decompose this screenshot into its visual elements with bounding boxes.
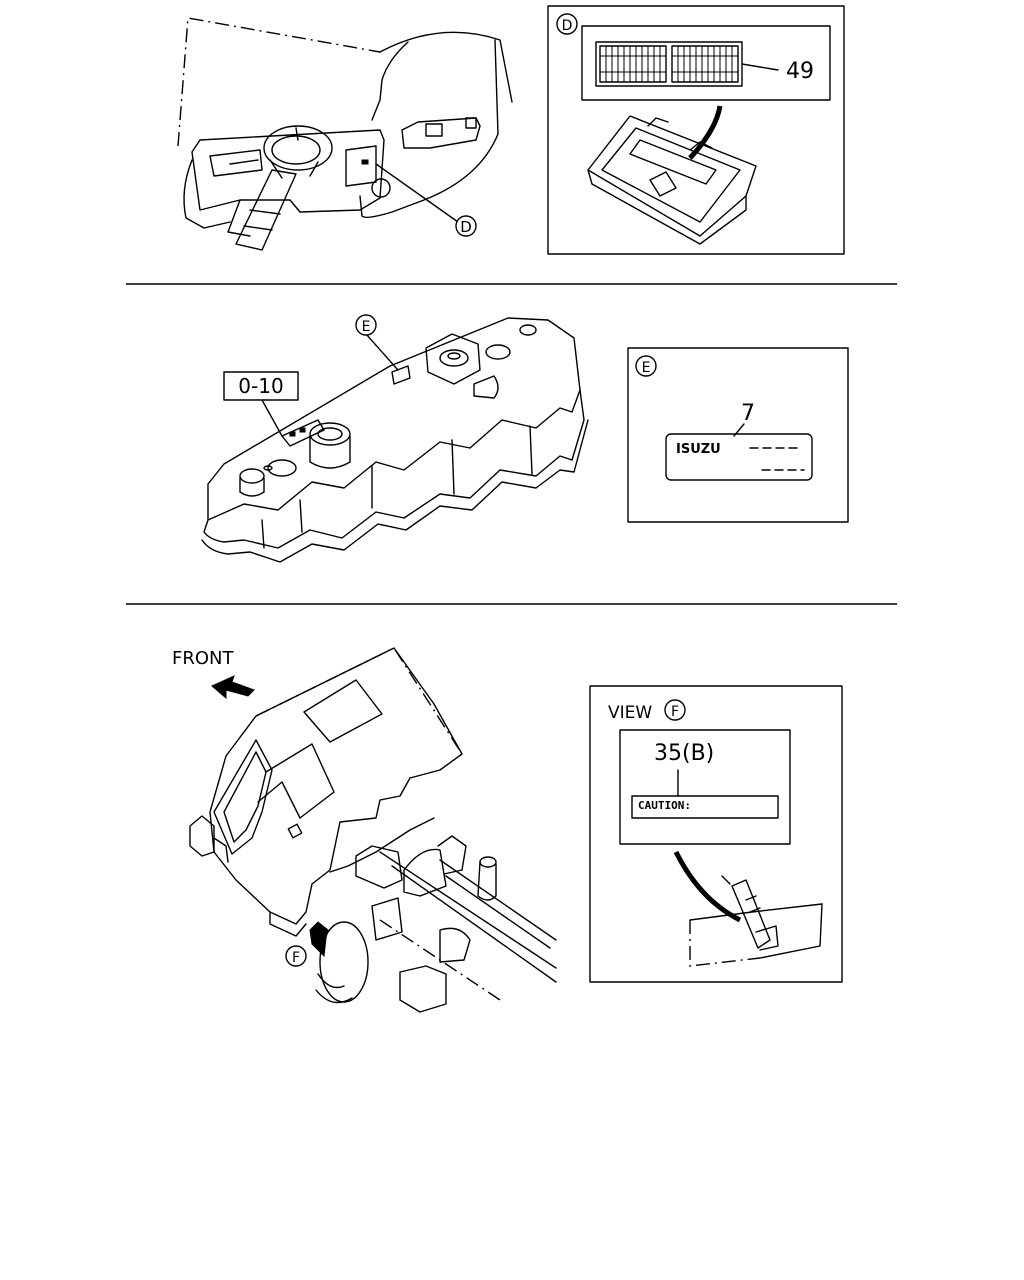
view-f-arrow <box>309 921 329 958</box>
callout-f-main: F <box>285 945 307 967</box>
isuzu-logo: ISUZU <box>676 442 721 457</box>
callout-d-main: D <box>455 215 477 237</box>
callout-f-main-label: F <box>292 950 300 966</box>
detail-f-part-number: 35(B) <box>654 741 714 766</box>
detail-d-part-number: 49 <box>786 59 814 84</box>
ref-box-label: 0-10 <box>238 374 283 398</box>
rocker-cover-illustration <box>201 317 589 563</box>
callout-e-main-label: E <box>362 319 371 335</box>
detail-e-part-number: 7 <box>741 401 755 426</box>
detail-e-panel: E 7 ISUZU <box>627 347 849 523</box>
detail-d-letter: D <box>562 18 573 34</box>
vent-label-graphic <box>595 41 743 87</box>
front-direction-label: FRONT <box>172 648 234 669</box>
ref-box-0-10: 0-10 <box>223 371 299 401</box>
frame-bracket-graphic <box>689 875 823 967</box>
detail-e-letter: E <box>642 360 651 376</box>
view-f-letter: F <box>671 704 679 720</box>
front-arrow <box>211 675 255 700</box>
callout-e-main: E <box>355 314 377 336</box>
caution-label: CAUTION: <box>638 799 691 812</box>
callout-d-main-label: D <box>460 218 472 236</box>
cab-interior-illustration <box>177 17 513 251</box>
view-f-label: VIEW <box>608 703 652 723</box>
overhead-console-graphic <box>587 115 757 245</box>
tilted-cab-illustration <box>189 647 557 1013</box>
detail-d-panel: D 49 <box>547 5 845 255</box>
detail-f-panel: VIEW F 35(B) CAUTION: <box>589 685 843 983</box>
